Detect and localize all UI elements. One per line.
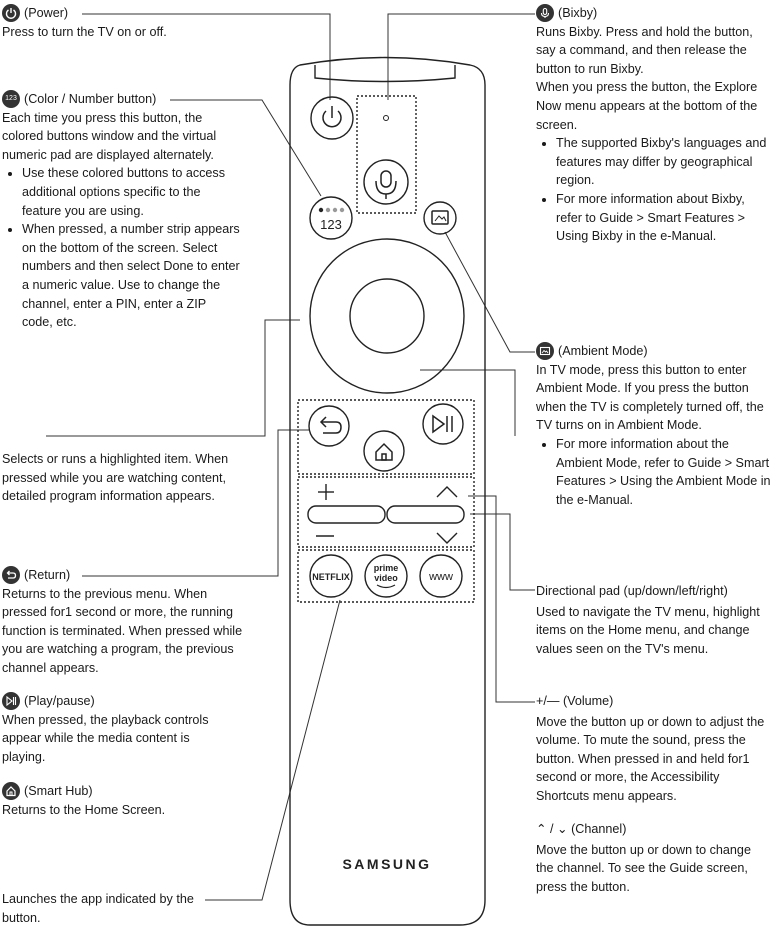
play-pause-description: When pressed, the playback controls appe… <box>2 712 209 764</box>
dpad-description: Used to navigate the TV menu, highlight … <box>536 604 760 656</box>
ambient-title: (Ambient Mode) <box>558 344 648 358</box>
video-label: video <box>374 573 398 583</box>
prime-video-button <box>364 554 408 598</box>
volume-leader <box>468 495 535 703</box>
rocker-area-outline <box>297 476 475 548</box>
color-number-section: 123 (Color / Number button) Each time yo… <box>2 90 240 332</box>
select-button <box>349 278 425 354</box>
color-number-title: (Color / Number button) <box>24 92 157 106</box>
return-icon <box>2 566 20 585</box>
www-button <box>419 554 463 598</box>
list-item: For more information about the Ambient M… <box>556 435 772 509</box>
dpad-title: Directional pad (up/down/left/right) <box>536 584 728 598</box>
play-pause-button <box>422 403 464 445</box>
return-title: (Return) <box>24 568 71 582</box>
power-description: Press to turn the TV on or off. <box>2 24 167 39</box>
select-description: Selects or runs a highlighted item. When… <box>2 452 229 504</box>
bixby-section: (Bixby) Runs Bixby. Press and hold the b… <box>536 4 768 246</box>
ambient-mode-icon <box>536 342 554 361</box>
list-item: Use these colored buttons to access addi… <box>22 164 240 220</box>
www-label: www <box>428 571 453 583</box>
bixby-bullets: The supported Bixby's languages and feat… <box>536 134 768 246</box>
volume-section: +/— (Volume) Move the button up or down … <box>536 692 768 806</box>
netflix-button <box>309 554 353 598</box>
channel-description: Move the button up or down to change the… <box>536 842 751 894</box>
smart-hub-title: (Smart Hub) <box>24 784 93 798</box>
power-icon <box>322 110 342 128</box>
ambient-description: In TV mode, press this button to enter A… <box>536 362 764 433</box>
color-number-button <box>309 196 353 240</box>
bixby-description-2: When you press the button, the Explore N… <box>536 80 758 132</box>
microphone-icon <box>380 170 392 188</box>
ambient-leader <box>444 231 535 353</box>
dpad-ring <box>309 238 465 394</box>
channel-rocker <box>386 505 465 524</box>
return-section: (Return) Returns to the previous menu. W… <box>2 566 247 678</box>
smart-hub-section: (Smart Hub) Returns to the Home Screen. <box>2 782 232 819</box>
control-area-outline <box>297 399 475 475</box>
ambient-mode-icon <box>431 210 449 225</box>
bixby-button <box>363 159 409 205</box>
select-section: Selects or runs a highlighted item. When… <box>2 450 252 506</box>
channel-up-chevron <box>436 486 458 498</box>
microphone-icon <box>536 4 554 23</box>
color-number-icon: 123 <box>2 90 20 109</box>
apps-description: Launches the app indicated by the button… <box>2 892 194 925</box>
volume-title: +/— (Volume) <box>536 694 614 708</box>
color-number-description: Each time you press this button, the col… <box>2 110 217 162</box>
dpad-leader <box>470 513 535 591</box>
color-number-bullets: Use these colored buttons to access addi… <box>2 164 240 331</box>
remote-body <box>289 56 486 926</box>
power-section: (Power) Press to turn the TV on or off. <box>2 4 292 41</box>
ambient-section: (Ambient Mode) In TV mode, press this bu… <box>536 342 772 509</box>
smart-hub-description: Returns to the Home Screen. <box>2 802 166 817</box>
bixby-description: Runs Bixby. Press and hold the button, s… <box>536 24 753 76</box>
power-button <box>310 96 354 140</box>
power-title: (Power) <box>24 6 69 20</box>
volume-description: Move the button up or down to adjust the… <box>536 714 765 803</box>
home-icon <box>375 442 393 461</box>
home-button <box>363 430 405 472</box>
play-pause-title: (Play/pause) <box>24 694 95 708</box>
return-description: Returns to the previous menu. When press… <box>2 586 243 675</box>
power-icon <box>2 4 20 23</box>
brand-logo: SAMSUNG <box>342 856 431 872</box>
dpad-section: Directional pad (up/down/left/right) Use… <box>536 582 768 658</box>
list-item: For more information about Bixby, refer … <box>556 190 768 246</box>
bixby-title: (Bixby) <box>558 6 598 20</box>
ambient-button <box>423 201 457 235</box>
remote-top-notch <box>314 65 456 83</box>
prime-label: prime <box>374 563 399 573</box>
mic-dot <box>383 115 389 121</box>
channel-title: ⌃ / ⌄ (Channel) <box>536 822 627 836</box>
apps-leader <box>205 599 341 901</box>
return-icon <box>322 421 342 434</box>
return-leader <box>82 429 310 577</box>
ambient-ring-leader <box>420 369 516 436</box>
power-leader <box>82 13 331 100</box>
apps-area-outline <box>297 549 475 603</box>
play-pause-icon <box>432 414 446 434</box>
select-leader <box>46 319 300 437</box>
color-number-leader <box>170 99 322 197</box>
list-item: The supported Bixby's languages and feat… <box>556 134 768 190</box>
color-number-label: 123 <box>320 217 342 232</box>
channel-section: ⌃ / ⌄ (Channel) Move the button up or do… <box>536 820 768 896</box>
prime-smile <box>376 584 396 589</box>
apps-section: Launches the app indicated by the button… <box>2 890 207 927</box>
channel-down-chevron <box>436 532 458 544</box>
bixby-area-outline <box>356 95 417 214</box>
return-button <box>308 405 350 447</box>
home-icon <box>2 782 20 801</box>
play-pause-icon <box>2 692 20 711</box>
play-pause-section: (Play/pause) When pressed, the playback … <box>2 692 232 766</box>
ambient-bullets: For more information about the Ambient M… <box>536 435 772 509</box>
bixby-leader <box>387 13 535 100</box>
list-item: When pressed, a number strip appears on … <box>22 220 240 332</box>
volume-rocker <box>307 505 386 524</box>
netflix-label: NETFLIX <box>312 572 350 582</box>
